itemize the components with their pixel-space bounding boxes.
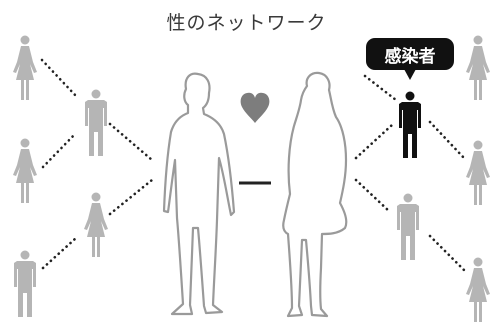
link bbox=[108, 122, 154, 162]
right-network-people bbox=[397, 35, 490, 322]
link bbox=[108, 178, 154, 216]
link bbox=[354, 123, 394, 160]
female-icon bbox=[466, 257, 490, 322]
link bbox=[41, 236, 78, 270]
heart-icon bbox=[240, 92, 270, 123]
network-links-left bbox=[40, 58, 154, 270]
central-couple bbox=[162, 71, 348, 318]
link bbox=[40, 58, 78, 98]
infected-badge-label: 感染者 bbox=[384, 47, 436, 67]
link bbox=[428, 120, 466, 160]
man-outline bbox=[162, 72, 236, 316]
female-icon bbox=[466, 35, 490, 100]
network-links-right bbox=[354, 74, 466, 272]
male-icon bbox=[14, 250, 36, 317]
infected-badge bbox=[366, 38, 454, 80]
female-icon bbox=[466, 140, 490, 205]
male-icon bbox=[397, 193, 419, 260]
female-icon bbox=[84, 192, 108, 257]
link bbox=[354, 178, 392, 214]
female-icon bbox=[13, 138, 37, 203]
link bbox=[428, 234, 466, 272]
male-icon bbox=[85, 89, 107, 156]
diagram-title: 性のネットワーク bbox=[166, 12, 327, 34]
left-network-people bbox=[13, 35, 108, 317]
link bbox=[363, 74, 398, 102]
link bbox=[41, 131, 78, 169]
female-icon bbox=[13, 35, 37, 100]
infected-person-icon bbox=[399, 91, 421, 158]
woman-outline bbox=[282, 71, 348, 318]
